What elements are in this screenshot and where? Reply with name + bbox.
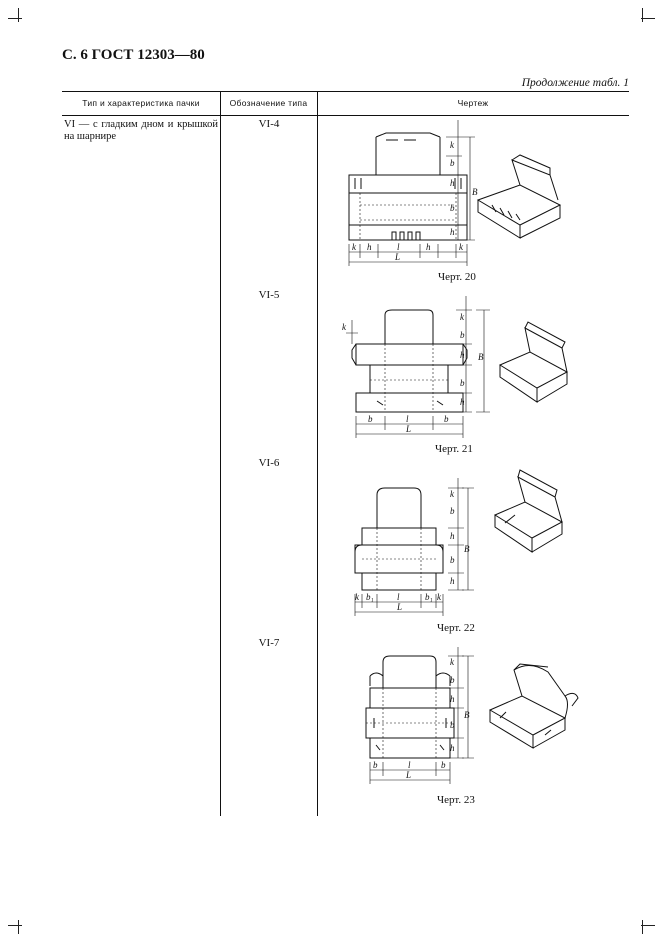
dim-label-h: h [450,694,455,704]
dim-label-h: h [450,576,455,586]
dim-label-b1: b₁ [425,592,433,602]
column-divider-1 [220,91,221,816]
crop-mark-bottom-left-v [18,920,19,934]
dim-label-l: l [397,242,400,252]
dim-label-h: h [426,242,431,252]
drawing-22-flat-blank [354,478,474,616]
dim-label-b: b [368,414,373,424]
column-divider-2 [317,91,318,816]
dim-label-b1: b₁ [366,592,374,602]
crop-mark-top-left-v [18,8,19,22]
dim-label-h: h [460,397,465,407]
dim-label-B: B [472,187,478,197]
dim-label-b: b [373,760,378,770]
dim-label-b: b [450,203,455,213]
dim-label-k: k [342,322,347,332]
dim-label-k: k [352,242,357,252]
dim-label-h: h [460,350,465,360]
dim-label-k: k [450,489,455,499]
type-description: VI — с гладким дном и крышкой на шарнире [64,119,218,142]
crop-mark-top-left-h [8,18,22,19]
dim-label-L: L [396,602,402,612]
type-code: VI-6 [258,457,280,469]
drawing-23-flat-blank [365,647,474,784]
dim-label-k: k [450,657,455,667]
crop-mark-bottom-right-v [642,920,643,934]
dim-label-B: B [464,544,470,554]
drawing-21-box-view [498,321,569,403]
dim-label-k: k [459,242,464,252]
type-code: VI-4 [258,118,280,130]
drawing-20-box-view [476,154,562,239]
dim-label-b: b [460,378,465,388]
dim-label-l: l [406,414,409,424]
dim-label-L: L [405,770,411,780]
dim-label-B: B [478,352,484,362]
dim-label-b: b [460,330,465,340]
type-code: VI-5 [258,289,280,301]
dim-label-h: h [450,178,455,188]
dim-label-k: k [437,592,442,602]
dim-label-b: b [450,555,455,565]
column-header-drawing: Чертеж [457,98,489,108]
dim-label-b: b [444,414,449,424]
dim-label-l: l [408,760,411,770]
drawing-22-box-view [493,469,564,553]
dim-label-k: k [355,592,360,602]
crop-mark-bottom-right-h [641,925,655,926]
crop-mark-top-right-v [642,8,643,22]
dim-label-h: h [450,531,455,541]
dim-label-L: L [394,252,400,262]
dim-label-k: k [460,312,465,322]
dim-label-b: b [450,158,455,168]
dim-label-h: h [367,242,372,252]
dim-label-k: k [450,140,455,150]
drawing-caption: Черт. 21 [435,443,473,455]
dim-label-b: b [450,506,455,516]
drawing-20-flat-blank [348,120,475,266]
dim-label-b: b [450,675,455,685]
drawing-21-flat-blank [346,296,490,438]
drawing-caption: Черт. 23 [437,794,475,806]
table-header-rule [62,115,629,116]
dim-label-L: L [405,424,411,434]
dim-label-h: h [450,227,455,237]
crop-mark-bottom-left-h [8,925,22,926]
page-header: С. 6 ГОСТ 12303—80 [62,47,205,63]
drawing-caption: Черт. 20 [438,271,476,283]
type-code: VI-7 [258,637,280,649]
table-top-rule [62,91,629,92]
dim-label-h: h [450,743,455,753]
table-continuation-note: Продолжение табл. 1 [521,77,629,89]
crop-mark-top-right-h [641,18,655,19]
drawing-caption: Черт. 22 [437,622,475,634]
dim-label-B: B [464,710,470,720]
dim-label-l: l [397,592,400,602]
drawing-23-box-view [488,663,579,749]
dim-label-b: b [441,760,446,770]
dim-label-b: b [450,720,455,730]
column-header-type: Тип и характеристика пачки [82,98,200,108]
column-header-code: Обозначение типа [229,98,308,108]
